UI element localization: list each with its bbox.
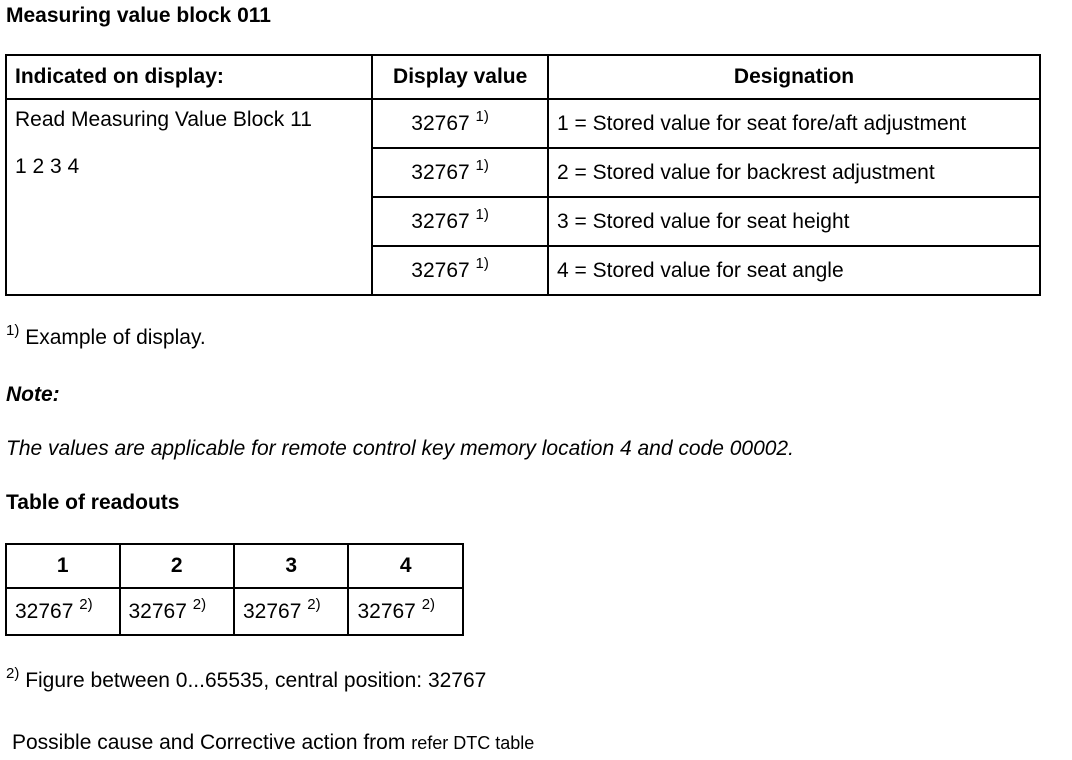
table-row: Read Measuring Value Block 11 1 2 3 4 32…	[4, 98, 1041, 296]
footnote-2: 2) Figure between 0...65535, central pos…	[6, 666, 487, 693]
header-designation: Designation	[547, 54, 1041, 100]
table-row: 32767 1) 2 = Stored value for backrest a…	[6, 147, 1041, 198]
dtc-table-link[interactable]: refer DTC table	[411, 733, 535, 753]
footnote-text: Figure between 0...65535, central positi…	[25, 669, 487, 692]
table-header-row: Indicated on display: Display value Desi…	[4, 54, 1041, 100]
display-value-cell: 32767 1)	[371, 98, 550, 149]
readout-value: 32767	[15, 599, 74, 623]
header-indicated: Indicated on display:	[4, 54, 374, 100]
readout-header: 1	[5, 543, 121, 589]
readouts-title: Table of readouts	[6, 491, 180, 514]
footnote-ref: 1)	[475, 107, 489, 125]
footnote-ref: 2)	[192, 595, 207, 613]
possible-cause: Possible cause and Corrective action fro…	[12, 731, 534, 755]
page-title: Measuring value block 011	[6, 4, 271, 27]
designation-cell: 4 = Stored value for seat angle	[547, 245, 1041, 296]
table-header-row: 1 2 3 4	[5, 543, 464, 589]
table-row: 32767 1) 3 = Stored value for seat heigh…	[6, 196, 1041, 247]
note-label: Note:	[6, 383, 60, 406]
indicated-line1: Read Measuring Value Block 11	[15, 108, 312, 131]
display-value: 32767	[411, 160, 470, 184]
designation-cell: 2 = Stored value for backrest adjustment	[547, 147, 1041, 198]
display-value-cell: 32767 1)	[371, 196, 550, 247]
display-value-cell: 32767 1)	[371, 147, 550, 198]
readout-header: 4	[347, 543, 464, 589]
readout-value: 32767	[357, 599, 416, 623]
footnote-ref: 1)	[475, 156, 489, 174]
footnote-ref: 1)	[475, 205, 489, 223]
footnote-ref: 1)	[475, 254, 489, 272]
display-value-cell: 32767 1)	[371, 245, 550, 296]
indicated-line2: 1 2 3 4	[15, 155, 80, 178]
readout-header: 3	[232, 543, 350, 589]
readouts-table: 1 2 3 4 32767 2) 32767 2) 32767 2) 32767…	[5, 543, 464, 636]
footnote-text: Example of display.	[25, 326, 206, 349]
readout-header: 2	[118, 543, 235, 589]
measuring-value-table: Indicated on display: Display value Desi…	[4, 54, 1041, 296]
display-value: 32767	[411, 111, 470, 135]
display-value: 32767	[411, 258, 470, 282]
readout-value: 32767	[242, 599, 302, 623]
footnote-marker: 1)	[6, 322, 20, 339]
readout-cell: 32767 2)	[232, 587, 350, 636]
note-text: The values are applicable for remote con…	[6, 437, 794, 460]
readout-cell: 32767 2)	[5, 587, 121, 636]
table-row: 32767 1) 4 = Stored value for seat angle	[6, 245, 1041, 296]
footnote-ref: 2)	[307, 595, 321, 613]
footnote-ref: 2)	[79, 595, 93, 613]
footnote-marker: 2)	[6, 665, 20, 682]
designation-cell: 1 = Stored value for seat fore/aft adjus…	[547, 98, 1041, 149]
readout-cell: 32767 2)	[347, 587, 464, 636]
footnote-ref: 2)	[421, 595, 436, 613]
footnote-1: 1) Example of display.	[6, 323, 206, 350]
table-row: 32767 2) 32767 2) 32767 2) 32767 2)	[5, 587, 464, 636]
display-value: 32767	[411, 209, 470, 233]
designation-cell: 3 = Stored value for seat height	[547, 196, 1041, 247]
header-display-value: Display value	[371, 54, 550, 100]
possible-cause-text: Possible cause and Corrective action fro…	[12, 731, 406, 754]
readout-value: 32767	[128, 599, 187, 623]
indicated-cell: Read Measuring Value Block 11 1 2 3 4	[4, 98, 374, 296]
readout-cell: 32767 2)	[118, 587, 235, 636]
